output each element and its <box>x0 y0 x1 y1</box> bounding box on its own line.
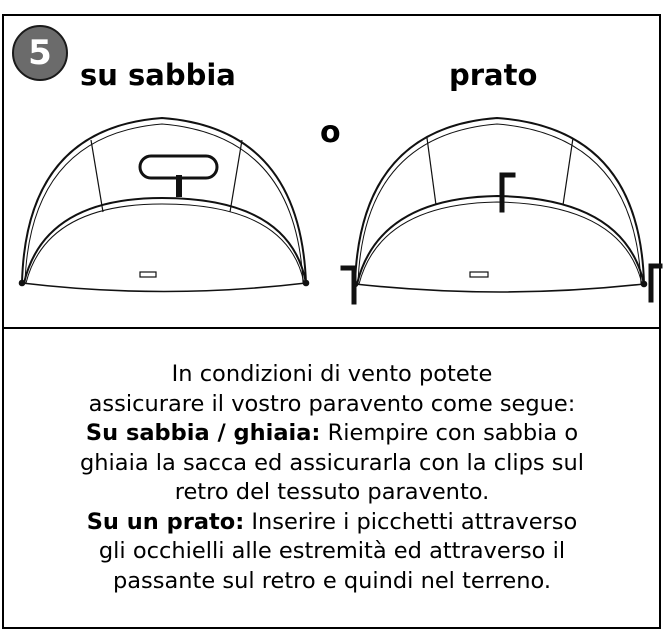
grass-instruction-line-1: Su un prato: Inserire i picchetti attrav… <box>14 508 650 538</box>
sand-instruction-line-1: Su sabbia / ghiaia: Riempire con sabbia … <box>14 419 650 449</box>
or-label: o <box>320 115 341 150</box>
section-divider <box>2 327 661 329</box>
sand-heading: Su sabbia / ghiaia: <box>85 420 321 446</box>
grass-label: prato <box>449 58 538 92</box>
sandbag-icon <box>138 154 219 197</box>
intro-line-1: In condizioni di vento potete <box>171 361 493 387</box>
windbreak-grass-illustration <box>351 116 648 293</box>
instructions-text: In condizioni di vento potete assicurare… <box>14 360 650 596</box>
windbreak-sand-illustration <box>18 116 310 293</box>
instruction-panel <box>2 14 661 629</box>
step-number: 5 <box>28 33 52 73</box>
grass-text-1: Inserire i picchetti attraverso <box>244 508 578 535</box>
sand-text-1: Riempire con sabbia o <box>320 420 579 446</box>
grass-heading: Su un prato: <box>86 508 245 535</box>
intro-line-2: assicurare il vostro paravento come segu… <box>88 390 576 417</box>
step-number-badge: 5 <box>12 25 68 81</box>
grass-instruction-line-3: passante sul retro e quindi nel terreno. <box>112 567 551 594</box>
ground-stake-icon <box>340 172 663 305</box>
sand-instruction-line-2: ghiaia la sacca ed assicurarla con la cl… <box>79 449 585 476</box>
grass-instruction-line-2: gli occhielli alle estremità ed attraver… <box>98 538 566 564</box>
sand-label: su sabbia <box>80 58 236 92</box>
sand-instruction-line-3: retro del tessuto paravento. <box>174 479 490 505</box>
